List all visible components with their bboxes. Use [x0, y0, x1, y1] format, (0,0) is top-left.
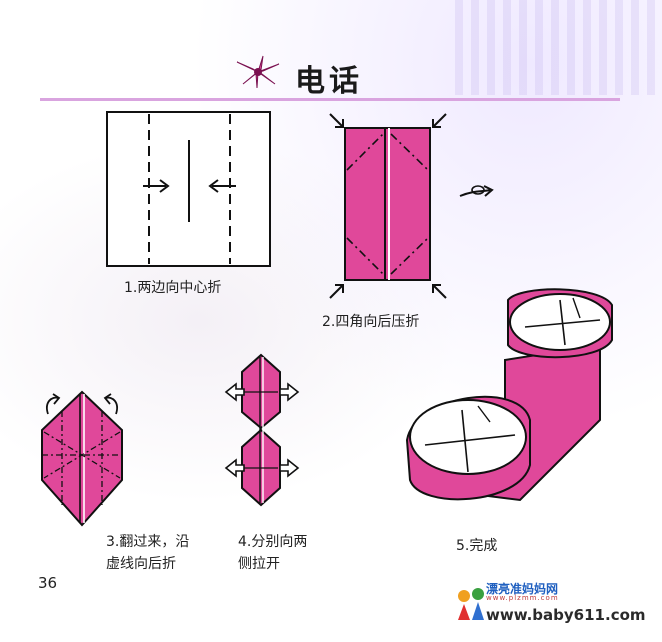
- header-decoration: [455, 0, 662, 95]
- step4-line2: 侧拉开: [238, 556, 280, 572]
- step1-caption: 1.两边向中心折: [124, 277, 221, 299]
- step1-text: 两边向中心折: [137, 280, 222, 296]
- step4-figure: [224, 353, 300, 507]
- watermark-title: 漂亮准妈妈网: [486, 582, 559, 596]
- step4-caption: 4.分别向两 侧拉开: [238, 531, 307, 575]
- page-number: 36: [38, 574, 58, 592]
- step2-number: 2.: [322, 314, 336, 330]
- step1-number: 1.: [124, 280, 138, 296]
- watermark-url-small: www.plzmm.com: [486, 594, 559, 602]
- step5-caption: 5.完成: [456, 535, 497, 557]
- watermark-url: www.baby611.com: [486, 606, 646, 624]
- title-rule: [40, 98, 620, 101]
- step5-number: 5.: [456, 538, 470, 554]
- step3-line2: 虚线向后折: [106, 556, 176, 572]
- step3-caption: 3.翻过来，沿 虚线向后折: [106, 531, 189, 575]
- step2-figure: [329, 113, 494, 299]
- step2-text: 四角向后压折: [335, 314, 420, 330]
- step3-line1: 翻过来，沿: [119, 534, 190, 550]
- step1-figure: [106, 111, 271, 267]
- step5-text: 完成: [469, 538, 498, 554]
- watermark-logo-icon: [458, 588, 484, 620]
- page-title: 电话: [295, 64, 363, 99]
- step5-figure: [405, 288, 613, 502]
- flower-icon: [236, 55, 280, 89]
- step4-number: 4.: [238, 534, 252, 550]
- step2-caption: 2.四角向后压折: [322, 311, 419, 333]
- step4-line1: 分别向两: [251, 534, 308, 550]
- step3-figure: [41, 390, 123, 527]
- step3-number: 3.: [106, 534, 120, 550]
